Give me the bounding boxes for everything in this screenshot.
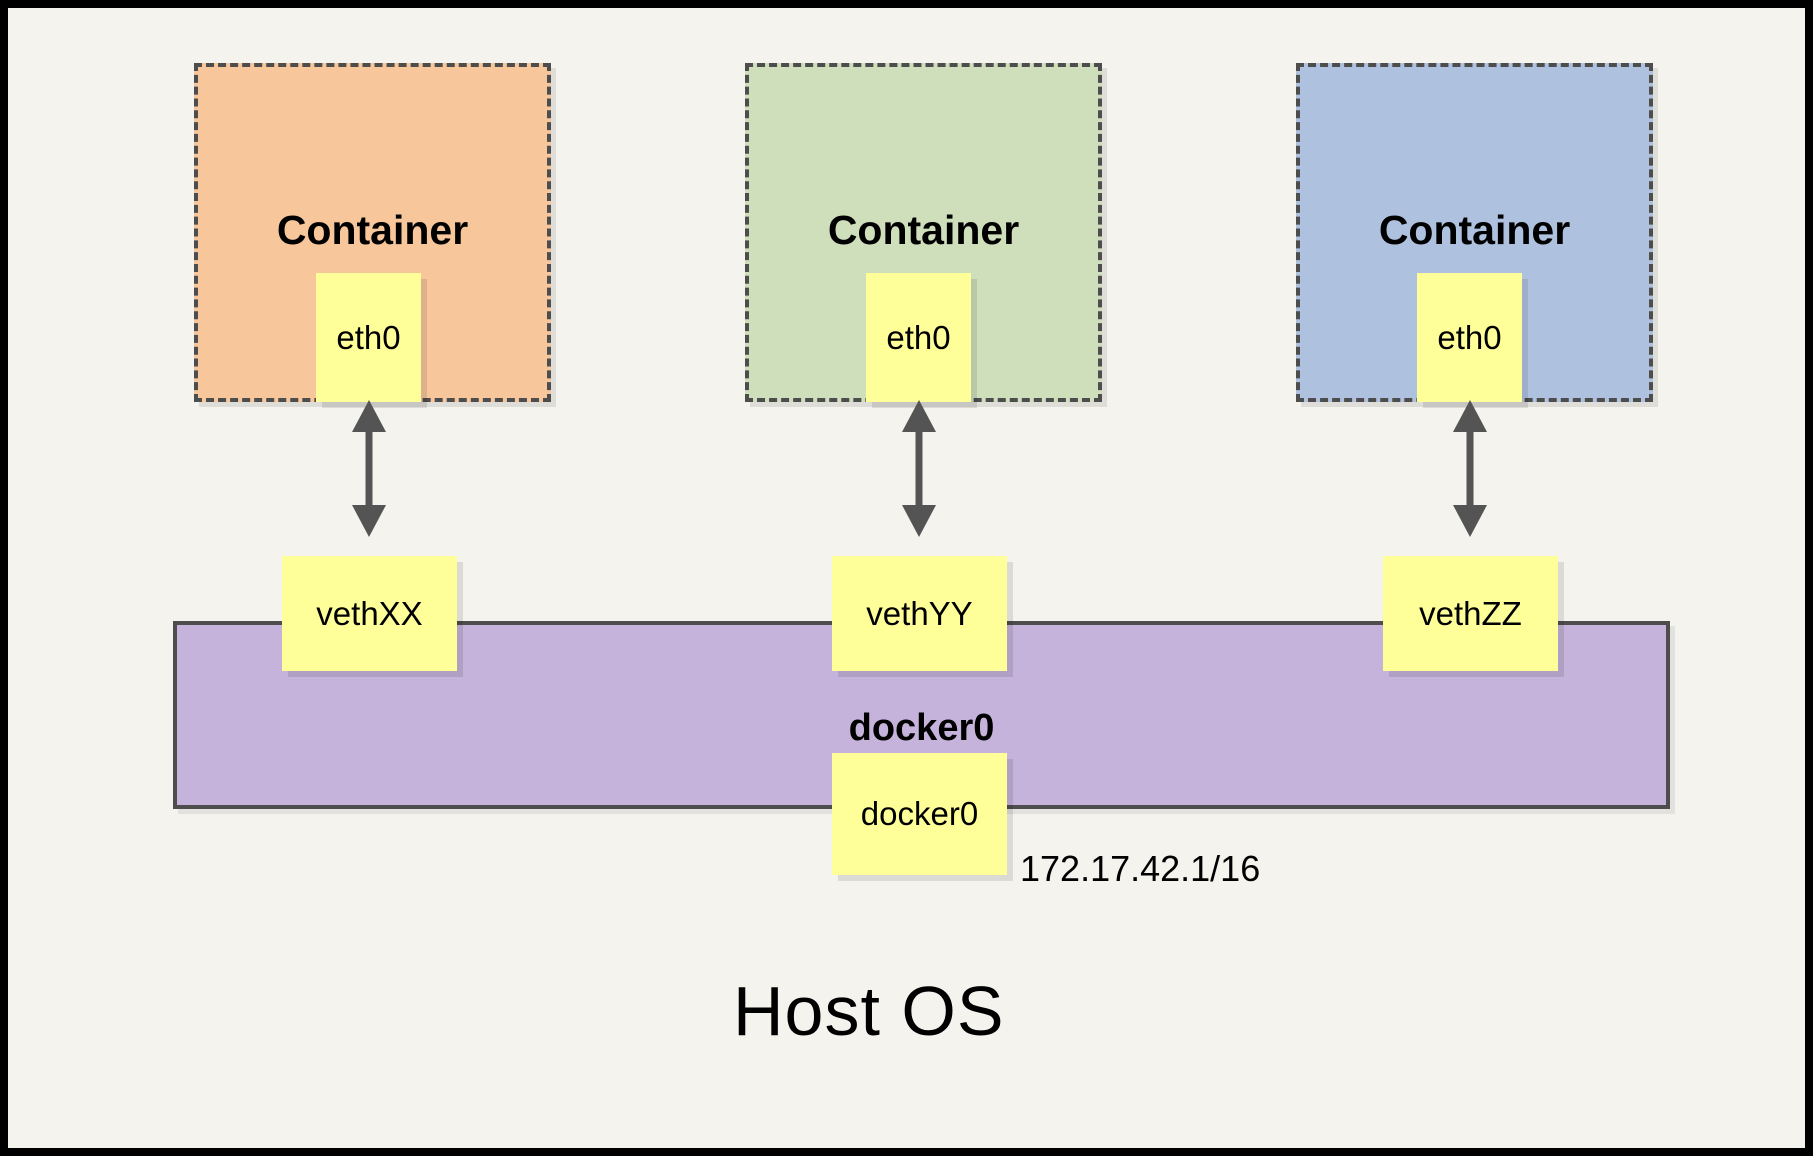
veth-label-2: vethYY <box>866 594 973 632</box>
container-title-2: Container <box>827 207 1020 253</box>
container-eth0-chip-1: eth0 <box>316 273 421 402</box>
host-os-title: Host OS <box>733 972 1005 1050</box>
veth-label-1: vethXX <box>316 594 423 632</box>
container-eth0-label-2: eth0 <box>886 318 951 356</box>
veth-link-arrow-1 <box>352 400 386 537</box>
container-eth0-chip-2: eth0 <box>866 273 971 402</box>
container-eth0-chip-3: eth0 <box>1417 273 1522 402</box>
veth-link-arrow-3 <box>1453 400 1487 537</box>
container-eth0-label-3: eth0 <box>1437 318 1502 356</box>
container-title-1: Container <box>276 207 469 253</box>
veth-chip-3: vethZZ <box>1383 556 1558 671</box>
veth-chip-1: vethXX <box>282 556 457 671</box>
docker0-bridge-label: docker0 <box>848 707 995 749</box>
container-eth0-label-1: eth0 <box>336 318 401 356</box>
docker0-iface-label: docker0 <box>860 795 979 832</box>
veth-chip-2: vethYY <box>832 556 1007 671</box>
veth-link-arrow-2 <box>902 400 936 537</box>
docker0-ip-label: 172.17.42.1/16 <box>1020 848 1261 889</box>
docker0-iface-chip: docker0 <box>832 753 1007 875</box>
container-title-3: Container <box>1378 207 1571 253</box>
veth-label-3: vethZZ <box>1419 594 1522 632</box>
